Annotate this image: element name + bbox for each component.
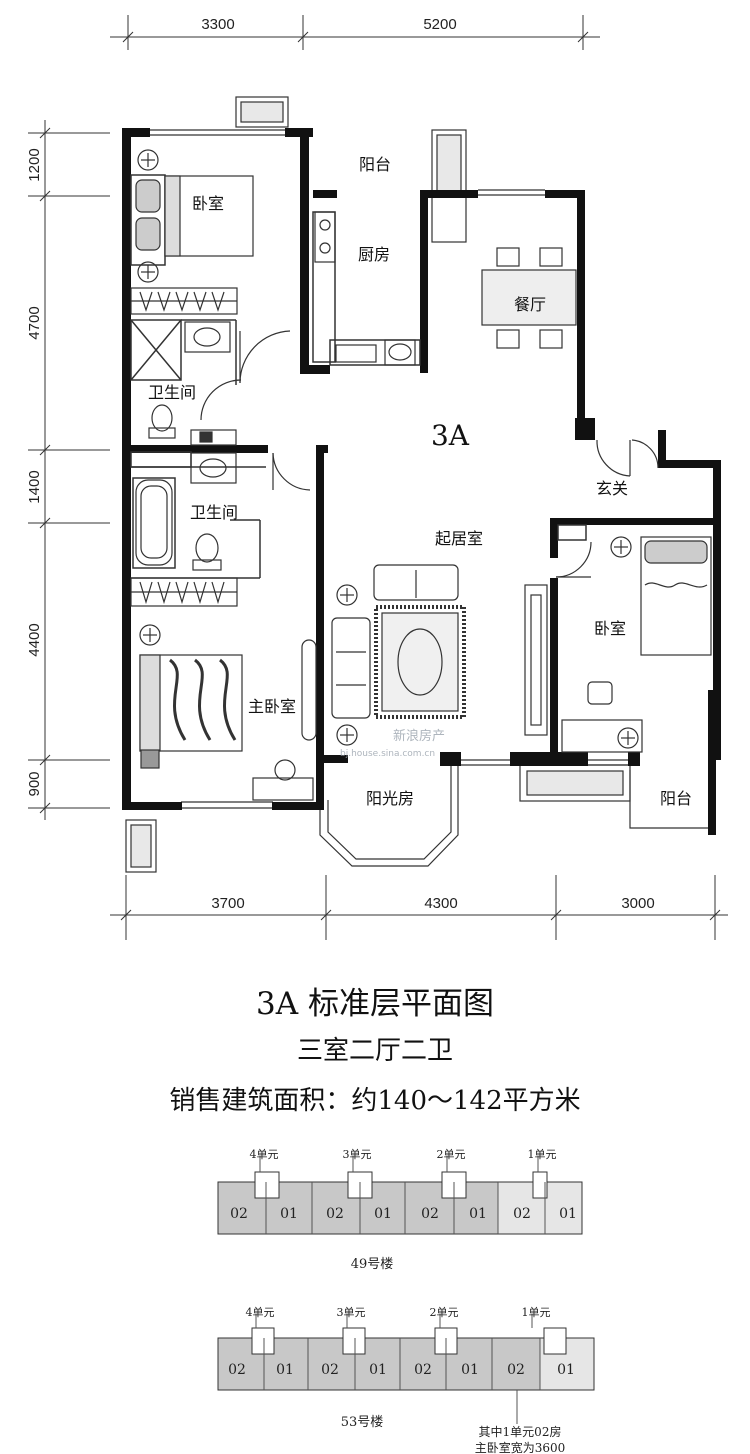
dim-bottom-3: 3000	[621, 895, 654, 912]
room-bath-2: 卫生间	[190, 503, 238, 522]
living-furniture	[331, 564, 548, 746]
room-balcony-top: 阳台	[359, 155, 391, 174]
room-sunroom: 阳光房	[366, 789, 414, 808]
walls	[122, 128, 721, 835]
key49-room: 02	[326, 1206, 344, 1222]
key53-unit-3: 3单元	[337, 1306, 366, 1319]
key49-unit-4: 4单元	[250, 1148, 279, 1161]
room-bath-1: 卫生间	[148, 383, 196, 402]
key-plan-53: 4单元 3单元 2单元 1单元 02 01 02 01 02 01 02 01 …	[217, 1306, 595, 1454]
dim-bottom-1: 3700	[211, 895, 244, 912]
doors	[200, 330, 659, 578]
unit-label: 3A	[431, 419, 470, 452]
dim-bottom-2: 4300	[424, 895, 457, 912]
dim-left-2: 4700	[26, 306, 43, 339]
key-plan-49: 4单元 3单元 2单元 1单元 02 01 02 01 02 01 02 01 …	[217, 1148, 583, 1272]
key49-building: 49号楼	[351, 1257, 394, 1272]
key49-unit-2: 2单元	[437, 1148, 466, 1161]
dimension-lines	[28, 15, 728, 940]
dim-left-3: 1400	[26, 470, 43, 503]
kitchen-stove	[314, 211, 416, 366]
room-foyer: 玄关	[596, 479, 628, 498]
watermark-url: bj.house.sina.com.cn	[340, 749, 435, 759]
dim-left-1: 1200	[26, 148, 43, 181]
key49-room: 01	[559, 1206, 577, 1222]
bed-right-bedroom	[561, 536, 712, 753]
key49-unit-1: 1单元	[528, 1148, 557, 1161]
room-dining: 餐厅	[514, 295, 546, 314]
room-master: 主卧室	[248, 697, 296, 716]
key49-room: 01	[374, 1206, 392, 1222]
bath-fixtures-1	[148, 321, 237, 446]
key53-room: 01	[557, 1362, 575, 1378]
key53-unit-1: 1单元	[522, 1306, 551, 1319]
plan-layout: 三室二厅二卫	[296, 1036, 453, 1066]
wardrobe-bottom	[130, 577, 238, 607]
dim-top-2: 5200	[423, 16, 456, 33]
room-kitchen: 厨房	[358, 245, 390, 264]
wardrobe-top	[130, 287, 238, 315]
dim-top-1: 3300	[201, 16, 234, 33]
bed-master	[139, 624, 317, 801]
bed-top-bedroom	[135, 149, 254, 283]
key53-room: 02	[414, 1362, 432, 1378]
key53-unit-4: 4单元	[246, 1306, 275, 1319]
key53-room: 02	[507, 1362, 525, 1378]
dim-left-4: 4400	[26, 623, 43, 656]
key53-room: 01	[369, 1362, 387, 1378]
bath-fixtures-2	[135, 452, 237, 571]
key49-unit-3: 3单元	[343, 1148, 372, 1161]
watermark-brand: 新浪房产	[393, 728, 445, 744]
dim-left-5: 900	[26, 771, 43, 796]
room-living: 起居室	[435, 529, 483, 548]
dining-set	[481, 247, 577, 349]
plan-title: 3A 标准层平面图	[256, 986, 494, 1022]
key53-room: 02	[321, 1362, 339, 1378]
key-plans: 4单元 3单元 2单元 1单元 02 01 02 01 02 01 02 01 …	[217, 1148, 595, 1454]
key53-unit-2: 2单元	[430, 1306, 459, 1319]
floor-plan: 3300 5200 1200 4700 1400 4400 900 3700 4…	[26, 15, 728, 940]
key53-building: 53号楼	[341, 1415, 384, 1430]
room-balcony-right: 阳台	[660, 789, 692, 808]
key53-room: 01	[461, 1362, 479, 1378]
room-bedroom-right: 卧室	[594, 619, 626, 638]
room-bedroom-top: 卧室	[192, 194, 224, 213]
plan-area: 销售建筑面积：约140～142平方米	[169, 1086, 581, 1116]
key53-room: 02	[228, 1362, 246, 1378]
key53-room: 01	[276, 1362, 294, 1378]
key53-note-1: 其中1单元02房	[479, 1424, 562, 1439]
key49-room: 02	[230, 1206, 248, 1222]
key49-room: 01	[469, 1206, 487, 1222]
key53-note-2: 主卧室宽为3600	[475, 1440, 566, 1454]
key49-room: 01	[280, 1206, 298, 1222]
key49-room: 02	[513, 1206, 531, 1222]
key49-room: 02	[421, 1206, 439, 1222]
